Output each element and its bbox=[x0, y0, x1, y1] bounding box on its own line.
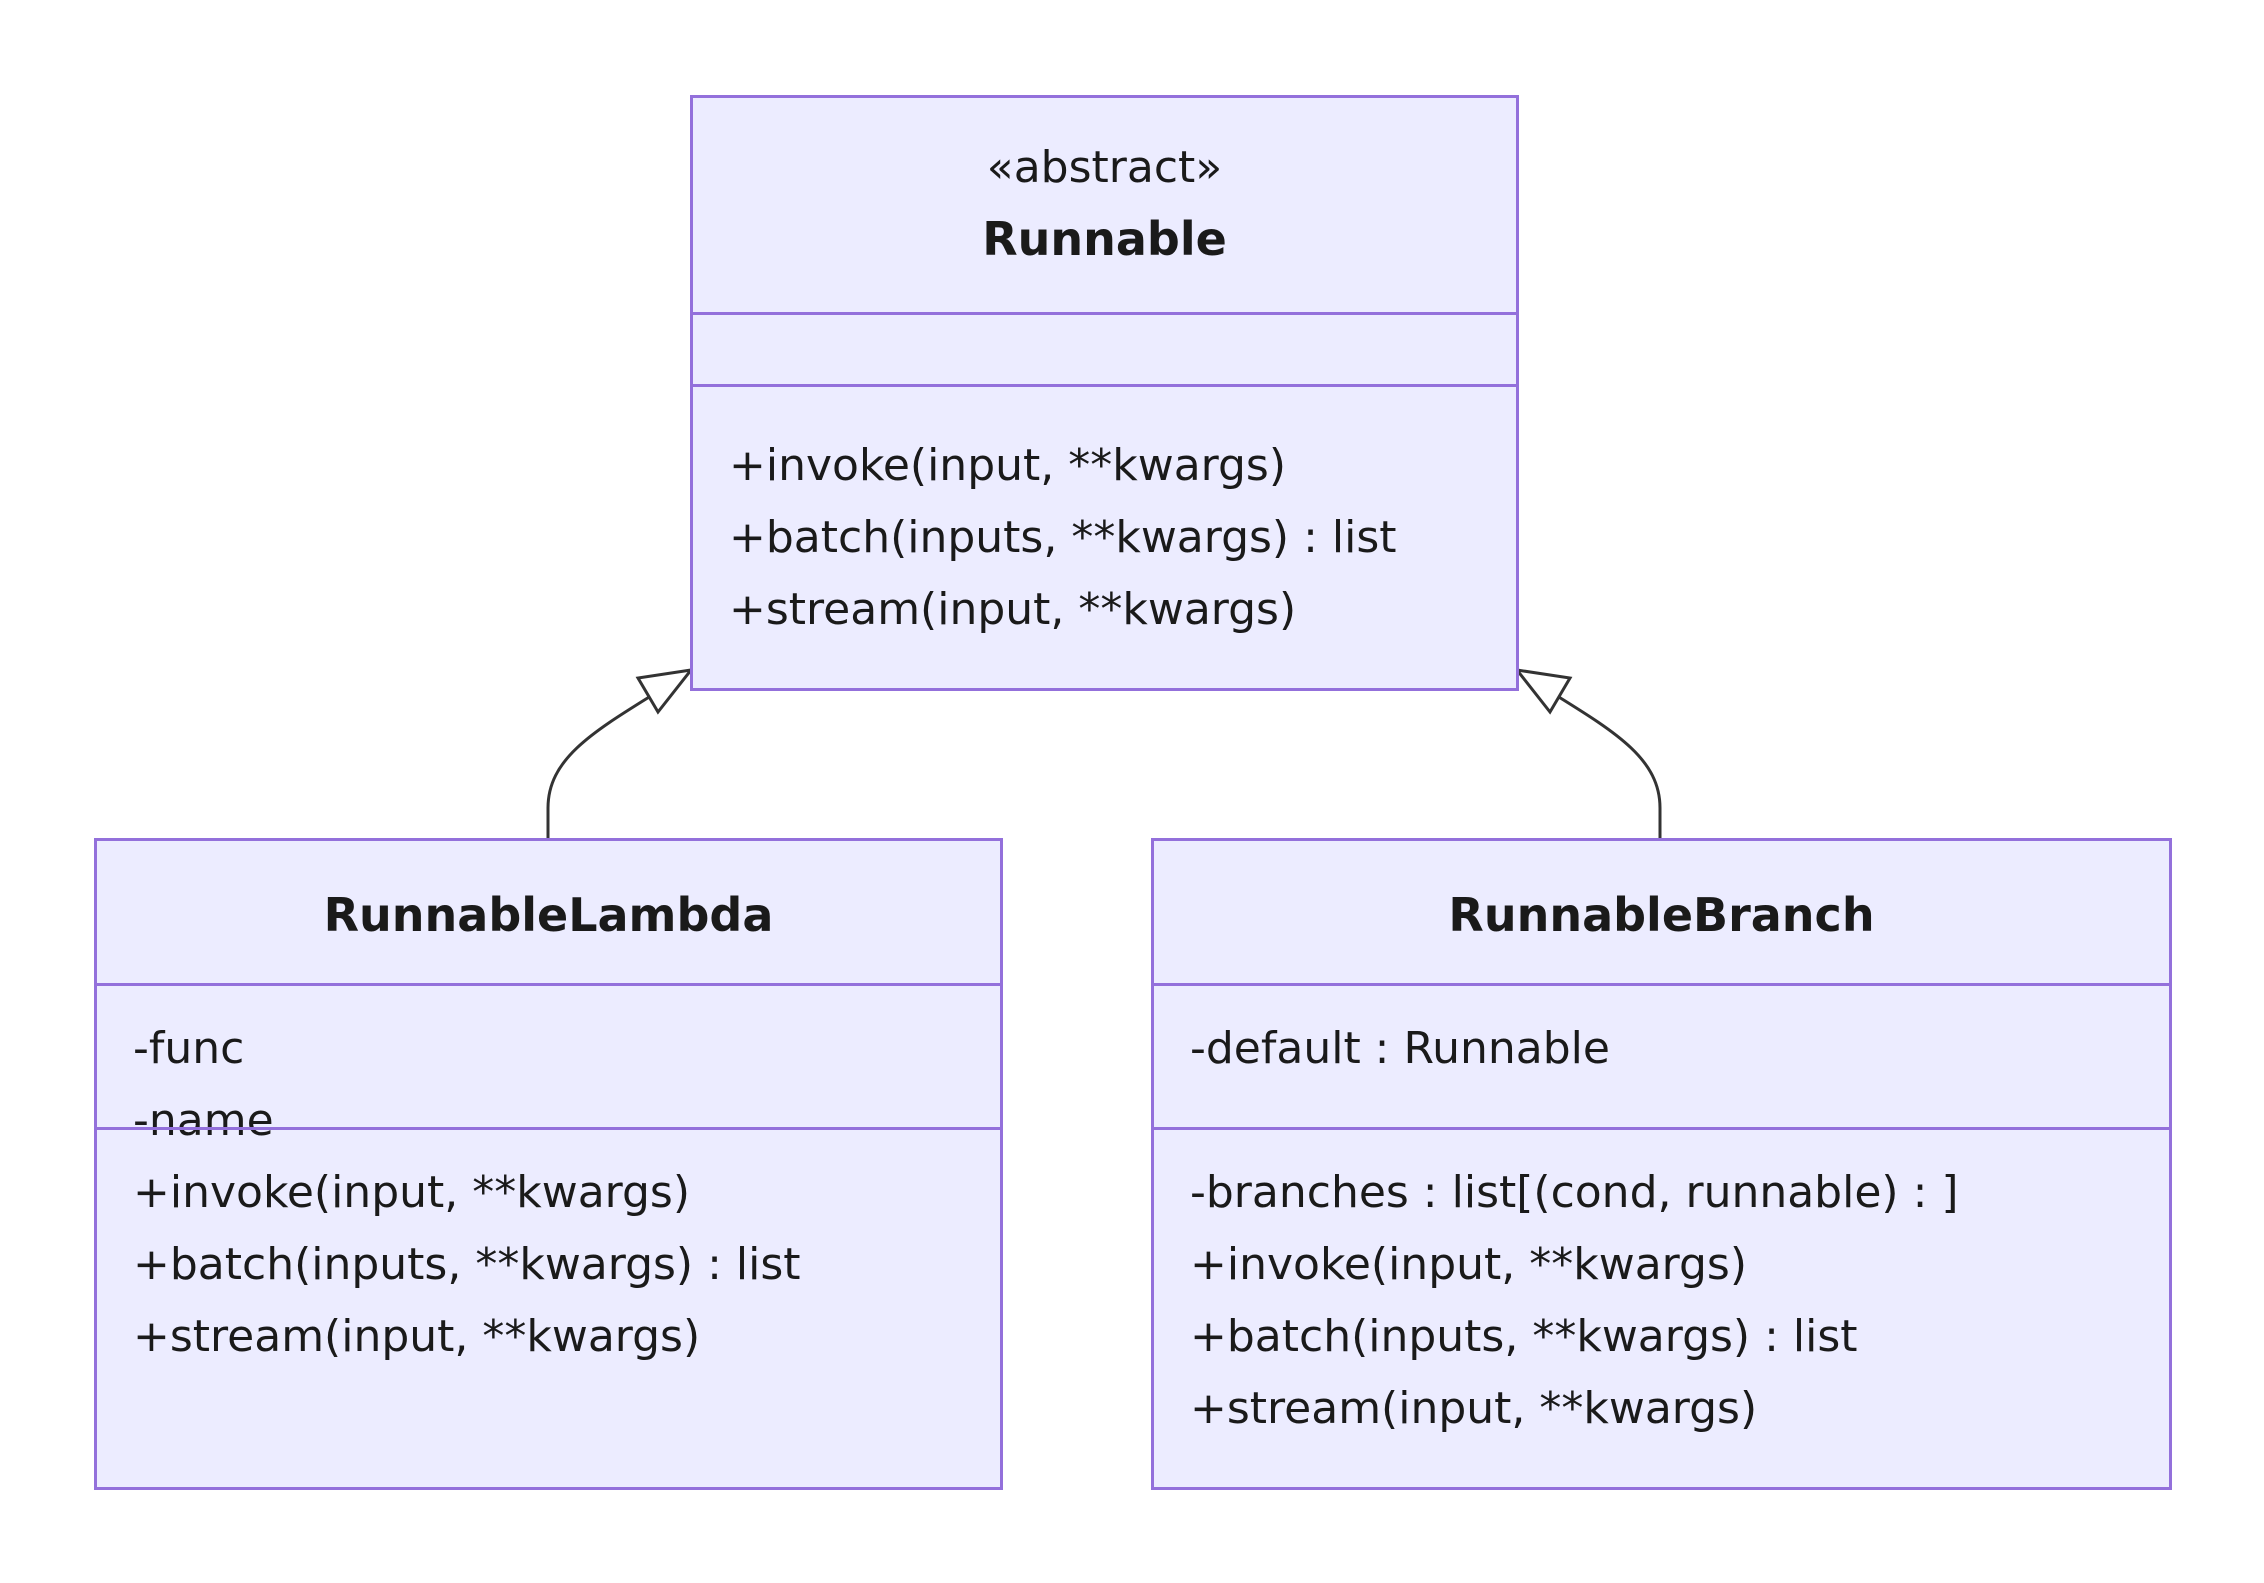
compartment-divider bbox=[693, 312, 1516, 315]
attributes-compartment: -default : Runnable bbox=[1154, 986, 2169, 1127]
methods-compartment: -branches : list[(cond, runnable) : ] +i… bbox=[1154, 1130, 2169, 1487]
method-invoke: +invoke(input, **kwargs) bbox=[133, 1167, 691, 1218]
attribute-default: -default : Runnable bbox=[1190, 1023, 1610, 1074]
method-batch: +batch(inputs, **kwargs) : list bbox=[1190, 1311, 1858, 1362]
compartment-divider bbox=[1154, 983, 2169, 986]
methods-compartment: +invoke(input, **kwargs) +batch(inputs, … bbox=[97, 1130, 1000, 1487]
class-runnable: «abstract» Runnable +invoke(input, **kwa… bbox=[690, 95, 1519, 691]
attribute-name: -name bbox=[133, 1095, 274, 1146]
class-title: Runnable bbox=[982, 212, 1227, 266]
methods-compartment: +invoke(input, **kwargs) +batch(inputs, … bbox=[693, 387, 1516, 688]
compartment-divider bbox=[97, 983, 1000, 986]
method-stream: +stream(input, **kwargs) bbox=[729, 584, 1297, 635]
class-runnablebranch: RunnableBranch -default : Runnable -bran… bbox=[1151, 838, 2172, 1490]
edge-runnablelambda-to-runnable bbox=[546, 682, 671, 838]
inheritance-arrowhead-right bbox=[1513, 667, 1573, 715]
attributes-compartment bbox=[693, 315, 1516, 384]
class-stereotype: «abstract» bbox=[986, 142, 1223, 193]
class-title: RunnableLambda bbox=[323, 888, 774, 942]
compartment-divider bbox=[1154, 1127, 2169, 1130]
class-title: RunnableBranch bbox=[1448, 888, 1875, 942]
method-batch: +batch(inputs, **kwargs) : list bbox=[729, 512, 1397, 563]
attributes-compartment: -func -name bbox=[97, 986, 1000, 1146]
method-invoke: +invoke(input, **kwargs) bbox=[1190, 1239, 1748, 1290]
attribute-func: -func bbox=[133, 1023, 245, 1074]
compartment-divider bbox=[97, 1127, 1000, 1130]
method-stream: +stream(input, **kwargs) bbox=[1190, 1383, 1758, 1434]
member-branches: -branches : list[(cond, runnable) : ] bbox=[1190, 1167, 1959, 1218]
method-invoke: +invoke(input, **kwargs) bbox=[729, 440, 1287, 491]
inheritance-arrowhead-left bbox=[635, 667, 695, 715]
class-runnablelambda: RunnableLambda -func -name +invoke(input… bbox=[94, 838, 1003, 1490]
method-batch: +batch(inputs, **kwargs) : list bbox=[133, 1239, 801, 1290]
compartment-divider bbox=[693, 384, 1516, 387]
method-stream: +stream(input, **kwargs) bbox=[133, 1311, 701, 1362]
edge-runnablebranch-to-runnable bbox=[1537, 682, 1662, 838]
